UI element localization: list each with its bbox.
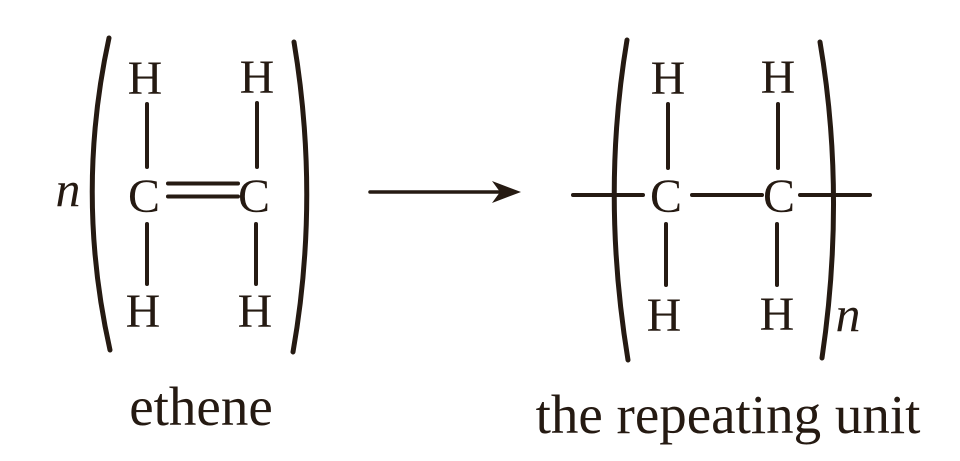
unit-c-right: C xyxy=(763,170,795,223)
unit-c-left: C xyxy=(650,170,682,223)
repeating-unit-caption: the repeating unit xyxy=(536,384,921,445)
ethene-c-left: C xyxy=(128,170,160,223)
unit-h-bottom-left: H xyxy=(647,289,682,342)
left-parenthesis xyxy=(89,35,113,353)
unit-h-bottom-right: H xyxy=(760,288,795,341)
unit-h-top-left: H xyxy=(651,52,686,105)
ethene-h-bottom-right: H xyxy=(238,285,273,338)
ethene-h-bottom-left: H xyxy=(126,285,161,338)
right-arrow-icon xyxy=(368,181,521,203)
ethene-caption: ethene xyxy=(129,376,273,437)
ethene-h-top-right: H xyxy=(240,51,275,104)
unit-subscript-n: n xyxy=(836,286,861,342)
ethene-h-top-left: H xyxy=(128,52,163,105)
ethene-c-right: C xyxy=(238,170,270,223)
monomer-coefficient-n: n xyxy=(56,161,81,217)
right-parenthesis xyxy=(290,39,310,355)
right-parenthesis xyxy=(817,39,836,361)
arrow-head xyxy=(492,181,521,203)
left-parenthesis xyxy=(611,37,631,363)
repeating-unit-structure: H H C C H H n the repeating unit xyxy=(536,37,921,445)
ethene-structure: n H H C C H H ethene xyxy=(56,35,310,437)
unit-h-top-right: H xyxy=(761,51,796,104)
